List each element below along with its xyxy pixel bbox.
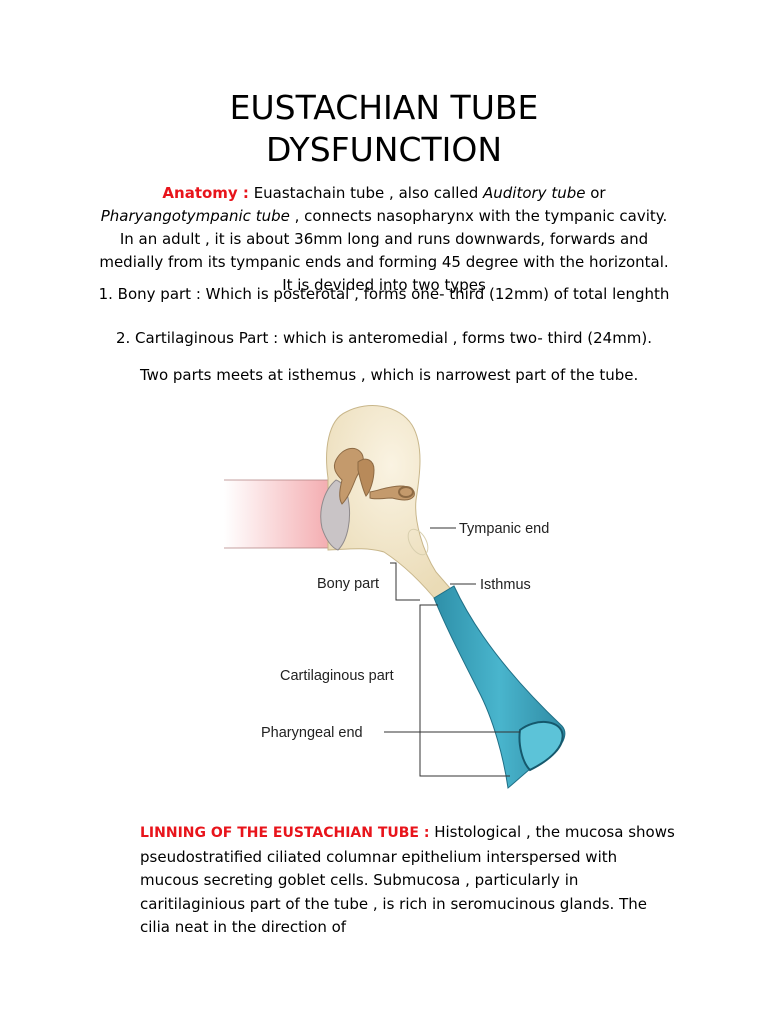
bony-part-bracket [390, 562, 420, 601]
anatomy-text-1: Euastachain tube , also called [248, 184, 483, 202]
tympanic-end-oval [407, 528, 429, 556]
eustachian-tube-figure: Tympanic end Bony part Isthmus Cartilagi… [224, 405, 566, 789]
list-item-cartilaginous: 2. Cartilaginous Part : which is anterom… [115, 329, 653, 347]
label-pharyngeal-end: Pharyngeal end [261, 725, 363, 741]
anatomy-label: Anatomy : [162, 184, 249, 202]
page-title-line2: DYSFUNCTION [265, 130, 503, 169]
label-cartilaginous-part: Cartilaginous part [280, 668, 394, 684]
external-canal [224, 480, 334, 548]
anatomy-text-2: or [585, 184, 606, 202]
lining-text: Histological , the mucosa shows pseudost… [140, 823, 675, 936]
label-bony-part: Bony part [317, 576, 379, 592]
page-title-line1: EUSTACHIAN TUBE [229, 88, 539, 127]
stapes-footplate [398, 486, 414, 498]
cartilaginous-part-bracket [419, 604, 510, 777]
anatomy-italic-pharyngo: Pharyangotympanic tube [100, 207, 290, 225]
anatomy-text-3: , connects nasopharynx with the tympanic… [99, 207, 669, 294]
label-isthmus: Isthmus [480, 577, 531, 593]
label-tympanic-end: Tympanic end [459, 521, 549, 537]
anatomy-italic-auditory: Auditory tube [483, 184, 586, 202]
malleus-ossicle [333, 447, 364, 505]
isthmus-note: Two parts meets at isthemus , which is n… [140, 366, 639, 384]
lining-label: LINNING OF THE EUSTACHIAN TUBE : [140, 825, 430, 841]
pharyngeal-end-opening [518, 721, 564, 772]
list-item-bony: 1. Bony part : Which is posterotal , for… [98, 285, 670, 303]
anatomy-paragraph: Anatomy : Euastachain tube , also called… [92, 182, 676, 297]
incus-ossicle [357, 458, 375, 497]
lining-paragraph: LINNING OF THE EUSTACHIAN TUBE : Histolo… [140, 821, 680, 940]
